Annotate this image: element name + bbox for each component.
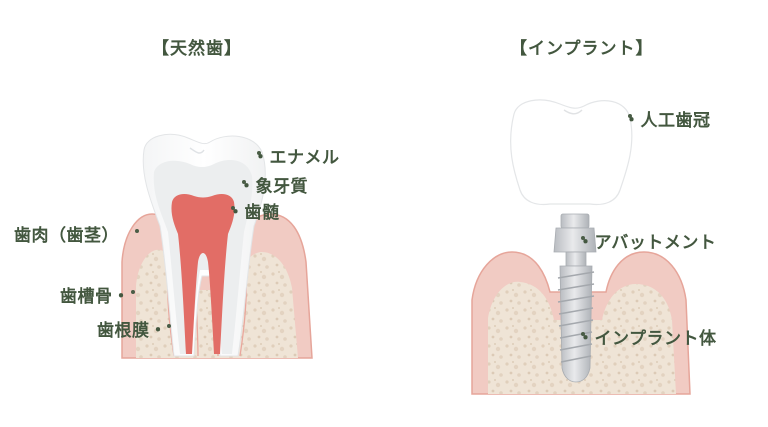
dot-crown (628, 114, 632, 118)
label-enamel: ・エナメル (252, 148, 340, 168)
implant-title: 【インプラント】 (510, 39, 654, 59)
label-pulp: ・歯髄 (227, 203, 280, 223)
label-periodontal-ligament: 歯根膜・ (97, 321, 167, 341)
implant-fixture (559, 265, 593, 383)
label-alveolar-bone: 歯槽骨・ (60, 287, 130, 307)
dot-periodontal-ligament (167, 324, 171, 328)
periodontal-ligament-line (166, 247, 248, 357)
dot-fixture (581, 332, 585, 336)
dot-abutment (581, 236, 585, 240)
natural-tooth-title: 【天然歯】 (152, 39, 242, 59)
natural-tooth-illustration (121, 134, 313, 359)
abutment-collar (565, 251, 587, 267)
label-gum: 歯肉（歯茎） (14, 226, 119, 246)
dot-pulp (231, 206, 235, 210)
abutment-body (553, 227, 597, 253)
label-fixture: ・インプラント体 (577, 329, 717, 349)
dot-gum (135, 229, 139, 233)
natural-pulp (171, 194, 235, 354)
label-abutment: ・アバットメント (577, 233, 717, 253)
dot-dentin (242, 180, 246, 184)
label-crown: ・人工歯冠 (623, 111, 711, 131)
fixture-threads (557, 271, 595, 363)
label-dentin: ・象牙質 (238, 177, 308, 197)
enamel-notch (189, 147, 205, 154)
dot-alveolar-bone (131, 290, 135, 294)
implant-illustration (471, 99, 691, 395)
crown-notch (563, 109, 583, 115)
dot-enamel (257, 151, 261, 155)
implant-crown (510, 99, 633, 206)
abutment-top (560, 213, 590, 229)
